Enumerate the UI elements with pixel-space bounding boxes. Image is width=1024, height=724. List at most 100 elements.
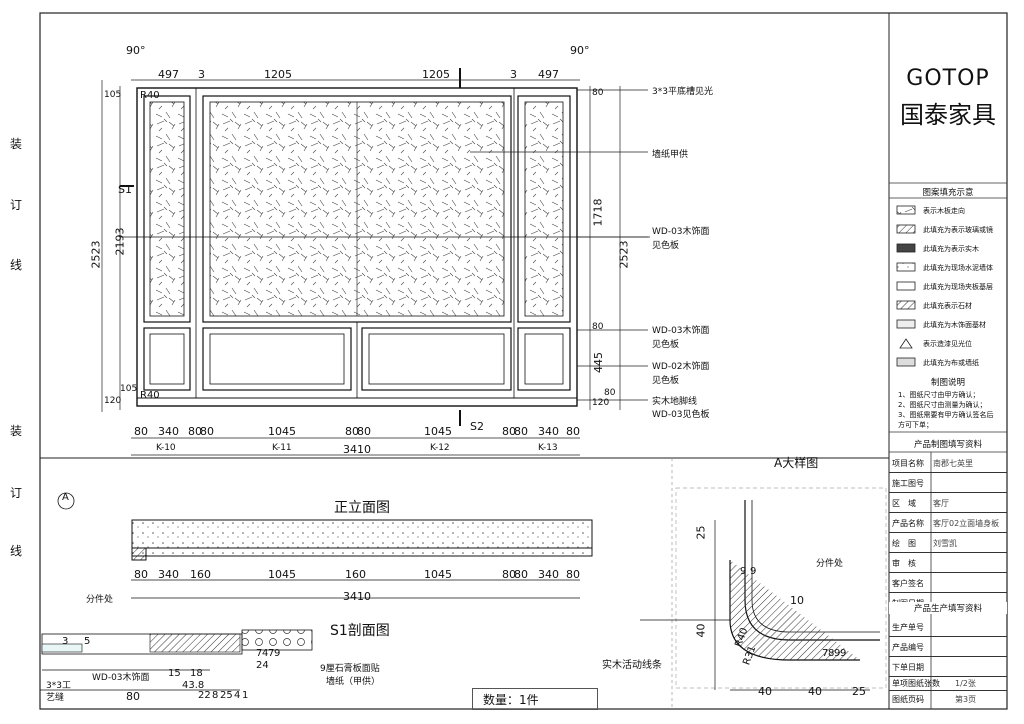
bottom-dim: 340: [158, 425, 179, 438]
notes-line: 3、图纸需要有甲方确认签名后: [898, 411, 994, 419]
section-dim: 5: [84, 636, 91, 647]
drawing-info-row: 审 核: [889, 552, 1007, 573]
detail-a-callout: 分件处: [816, 559, 844, 569]
bottom-dim: 80: [566, 425, 580, 438]
plan-dim: 1045: [424, 568, 452, 581]
section-mark: S2: [470, 420, 484, 433]
callout: 见色板: [652, 241, 680, 251]
angle-left: 90°: [126, 44, 146, 57]
bottom-dim: 80: [188, 425, 202, 438]
detail-dim: 9: [740, 566, 747, 577]
section-label: 9厘石膏板面贴: [320, 664, 380, 674]
drawing-info-title: 产品制图填写资料: [913, 440, 982, 450]
binding-mark-top-3: 线: [10, 258, 23, 272]
section-label: 艺缝: [46, 693, 65, 703]
right-dim: 120: [592, 398, 610, 408]
detail-dim: 25: [694, 525, 708, 540]
callout: 见色板: [652, 340, 680, 350]
detail-dim: 25: [852, 685, 866, 698]
drawing-info-row: 施工图号: [889, 472, 1007, 493]
section-callout: 分件处: [86, 595, 114, 605]
drawing-info-row: 客户签名: [889, 572, 1007, 593]
callout: WD-03木饰面: [652, 227, 710, 237]
bottom-dim: 80: [514, 425, 528, 438]
legend-item: 此填充为表示玻璃或镜: [923, 226, 993, 234]
total-width: 3410: [343, 443, 371, 456]
section-dim: 7: [268, 648, 275, 659]
section-label: 3*3工: [46, 681, 71, 691]
top-dim: 497: [538, 68, 559, 81]
callout: 见色板: [652, 376, 680, 386]
module-label: K-10: [156, 443, 176, 453]
plan-dim: 80: [514, 568, 528, 581]
binding-mark-bottom-3: 线: [10, 544, 23, 558]
bottom-dim: 80: [134, 425, 148, 438]
module-label: K-13: [538, 443, 558, 453]
callout: WD-03木饰面: [652, 326, 710, 336]
top-dim: 3: [510, 68, 517, 81]
plan-dim: 340: [158, 568, 179, 581]
angle-right: 90°: [570, 44, 590, 57]
right-dim: 80: [592, 88, 604, 98]
detail-dim: 9: [834, 648, 841, 659]
section-mark: S1: [118, 183, 132, 196]
detail-dim: 8: [828, 648, 835, 659]
right-dim: 80: [592, 322, 604, 332]
section-dim: 80: [126, 690, 140, 703]
notes-line: 1、图纸尺寸由甲方确认；: [898, 391, 980, 399]
detail-a-label: 实木活动线条: [602, 660, 662, 671]
legend-item: 此填充为木饰面基材: [923, 321, 986, 329]
top-dim: 497: [158, 68, 179, 81]
legend-item: 此填充为现场夹板基层: [923, 283, 993, 291]
production-info-row: 图纸页码第3页: [892, 695, 977, 704]
legend-item: 此填充为表示实木: [923, 245, 979, 253]
callout: WD-03见色板: [652, 410, 710, 420]
detail-dim: 10: [790, 594, 804, 607]
radius-label: R40: [140, 90, 160, 101]
section-dim: 4: [234, 690, 241, 701]
callout: WD-02木饰面: [652, 362, 710, 372]
section-dim: 22: [198, 690, 211, 701]
drawing-info-row: 项目名称南郡七英里: [889, 452, 1007, 473]
bottom-dim: 80: [502, 425, 516, 438]
legend-item: 此填充为布或墙纸: [923, 359, 979, 367]
bottom-dim: 1045: [268, 425, 296, 438]
production-info-row: 产品编号: [889, 636, 1007, 657]
legend-title: 图案填充示意: [922, 188, 974, 198]
plan-view: [57, 492, 593, 599]
production-info-row: 下单日期: [889, 656, 1007, 677]
plan-dim: 80: [502, 568, 516, 581]
module-label: K-11: [272, 443, 292, 453]
quantity-label: 数量：1件: [483, 693, 539, 707]
top-dim: 3: [198, 68, 205, 81]
left-dim: 105: [104, 90, 122, 100]
plan-dim: 160: [345, 568, 366, 581]
section-dim: 7: [256, 648, 263, 659]
bottom-dim: 1045: [424, 425, 452, 438]
callout: 墙纸甲供: [652, 150, 689, 160]
elevation-view: [120, 68, 650, 426]
section-dim: 9: [274, 648, 281, 659]
binding-mark-bottom-2: 订: [10, 486, 23, 500]
production-info-title: 产品生产填写资料: [889, 602, 1007, 614]
brand-logo-en: GOTOP: [906, 66, 990, 91]
binding-mark-top-1: 装: [10, 137, 23, 151]
binding-mark-bottom-1: 装: [10, 424, 23, 438]
section-label: WD-03木饰面: [92, 673, 150, 683]
detail-dim: 7: [822, 648, 829, 659]
drawing-info-row: 产品名称客厅02立面墙身板: [889, 512, 1007, 533]
section-dim: 8: [212, 690, 219, 701]
section-dim: 24: [256, 660, 269, 671]
section-marker: A: [62, 492, 69, 503]
detail-dim: 40: [758, 685, 772, 698]
left-dim: 105: [120, 384, 138, 394]
detail-dim: 40: [808, 685, 822, 698]
right-dim: 1718: [591, 198, 605, 227]
left-dim: 120: [104, 396, 122, 406]
drawing-info-row: 绘 图刘雪凯: [889, 532, 1007, 553]
bottom-dim: 80: [200, 425, 214, 438]
left-dim: 2193: [113, 227, 127, 256]
top-dim: 1205: [422, 68, 450, 81]
